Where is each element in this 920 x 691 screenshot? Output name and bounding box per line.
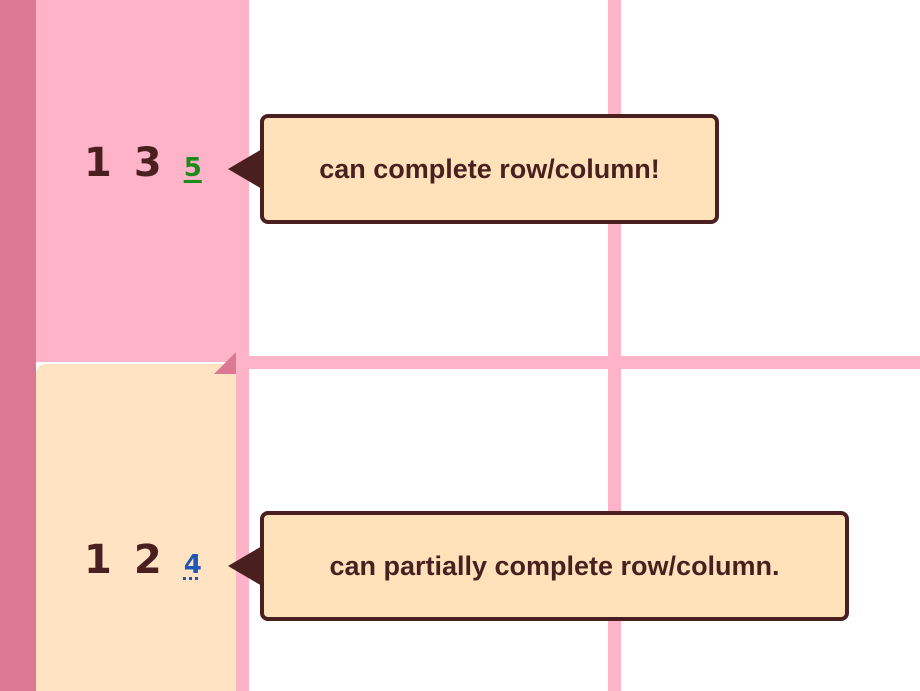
- clue-number: 2: [133, 537, 162, 583]
- clue-number: 1: [84, 140, 112, 186]
- tooltip-text: can complete row/column!: [319, 153, 660, 184]
- row-clue-cell-highlighted[interactable]: [36, 0, 249, 362]
- tooltip-partial: can partially complete row/column.: [260, 511, 849, 621]
- clue-number: 1: [84, 537, 112, 583]
- tooltip-pointer: [228, 546, 262, 586]
- grid-line-vertical-left: [236, 362, 249, 691]
- tooltip-text: can partially complete row/column.: [329, 550, 780, 581]
- grid-line-horizontal: [249, 356, 920, 369]
- row-clue-numbers-bottom: 1 2 4: [84, 537, 202, 583]
- clue-corner-fold: [214, 352, 236, 374]
- clue-hint-complete[interactable]: 5: [183, 153, 202, 183]
- clue-number: 3: [133, 140, 162, 186]
- clue-hint-partial[interactable]: 4: [183, 550, 202, 580]
- board-edge-strip: [0, 0, 36, 691]
- row-clue-cell[interactable]: [36, 364, 236, 691]
- row-clue-numbers-top: 1 3 5: [84, 140, 202, 186]
- tooltip-pointer: [228, 149, 262, 189]
- tooltip-complete: can complete row/column!: [260, 114, 719, 224]
